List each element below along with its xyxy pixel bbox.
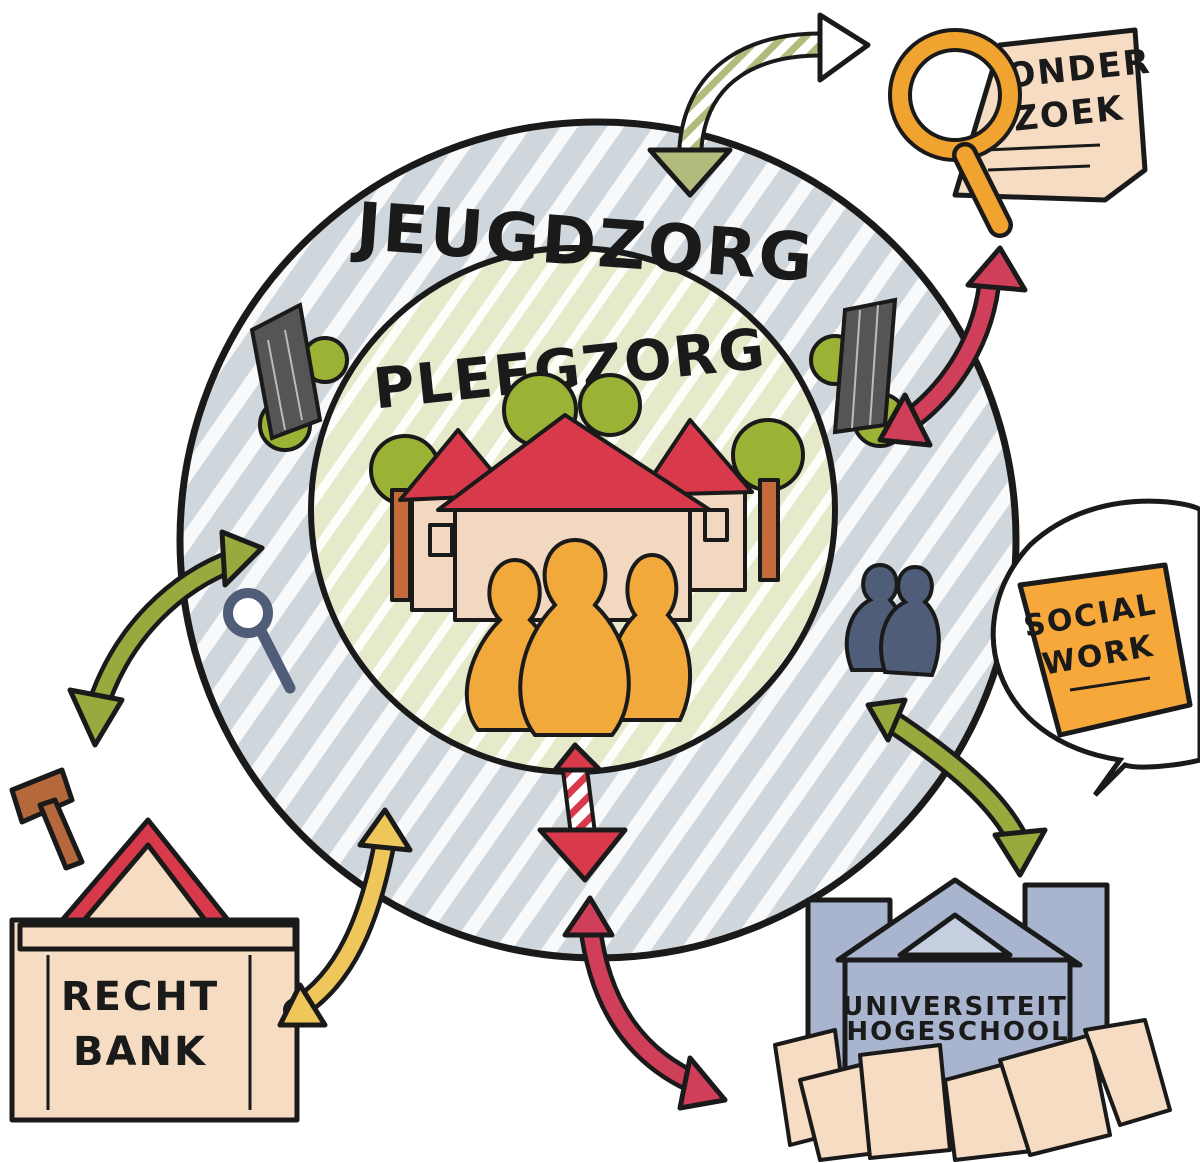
gavel-icon xyxy=(12,770,82,868)
rechtbank-line2: BANK xyxy=(73,1029,207,1075)
rechtbank-line1: RECHT xyxy=(61,974,219,1020)
court-building-icon xyxy=(12,820,297,1120)
universiteit-line2: HOGESCHOOL xyxy=(846,1017,1069,1047)
foster-family-icon xyxy=(467,540,690,735)
